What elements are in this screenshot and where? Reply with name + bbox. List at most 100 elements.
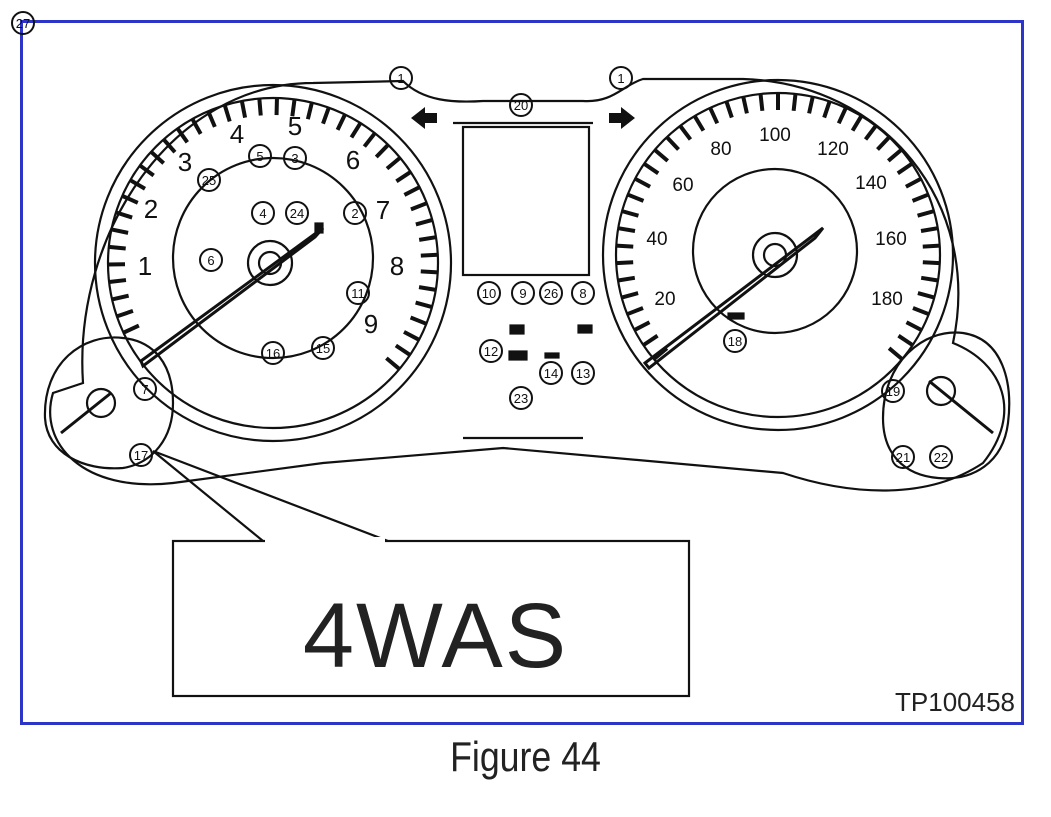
tick-mark (239, 100, 248, 119)
tick-mark (758, 93, 765, 112)
warning-lamp-icon (544, 352, 560, 359)
tick-mark (410, 201, 428, 212)
speedometer-scale-label: 40 (646, 229, 667, 250)
callout-marker-number: 24 (290, 206, 304, 221)
speedometer-scale-label: 180 (871, 289, 903, 310)
tachometer-scale-label: 7 (376, 195, 390, 225)
callout-marker-number: 19 (886, 384, 900, 399)
callout-marker-circle (261, 341, 285, 365)
callout-marker-circle (539, 281, 563, 305)
tick-mark (917, 291, 935, 300)
tick-mark (111, 293, 130, 302)
tick-mark (887, 346, 904, 361)
callout-marker-number: 20 (514, 98, 528, 113)
tick-mark (409, 315, 428, 326)
tick-mark (621, 291, 639, 300)
callout-marker-circle (609, 66, 633, 90)
tachometer-scale-label: 5 (288, 111, 302, 141)
tachometer-needle (139, 226, 325, 369)
callout-marker-number: 23 (514, 391, 528, 406)
tick-mark (122, 323, 140, 335)
callout-marker-circle (891, 445, 915, 469)
callout-marker-number: 16 (266, 346, 280, 361)
callout-marker-number: 12 (484, 344, 498, 359)
cluster-inner-bezel (453, 121, 593, 440)
tick-mark (850, 115, 864, 132)
speedometer-scale-label: 60 (672, 175, 693, 196)
tick-mark (896, 162, 913, 175)
callout-marker-number: 1 (397, 71, 404, 86)
tick-mark (643, 162, 660, 175)
tick-mark (626, 192, 645, 203)
tick-mark (190, 118, 203, 135)
tick-mark (626, 306, 644, 317)
tachometer-scale-label: 2 (144, 194, 158, 224)
callout-marker-number: 8 (579, 286, 586, 301)
callout-marker-circle (571, 281, 595, 305)
tick-mark (653, 148, 670, 163)
speedometer-scale-label: 140 (855, 173, 887, 194)
tick-mark (616, 243, 634, 249)
tick-mark (111, 227, 129, 235)
tick-mark (385, 356, 401, 371)
callout-marker-circle (343, 201, 367, 225)
callout-marker-number: 21 (896, 450, 910, 465)
callout-marker-number: 6 (207, 253, 214, 268)
tick-mark (617, 226, 636, 233)
tick-mark (305, 102, 314, 120)
callout-marker-circle (511, 281, 535, 305)
tachometer-scale-label: 3 (178, 147, 192, 177)
tick-mark (897, 334, 914, 347)
tick-mark (290, 99, 297, 117)
tick-mark (335, 113, 347, 131)
callout-marker-circle (389, 66, 413, 90)
tachometer-scale-label: 9 (364, 309, 378, 339)
tick-mark (708, 107, 720, 125)
tachometer-hub (246, 239, 294, 287)
warning-lamp-icon (727, 312, 745, 320)
speedometer-center-ring (691, 167, 859, 335)
speedometer-needle (642, 226, 825, 371)
tachometer-outer-ring (93, 83, 453, 443)
tick-mark (886, 148, 903, 163)
warning-lamp-icon (508, 350, 528, 361)
tick-mark (912, 306, 930, 317)
callout-marker-number: 17 (134, 448, 148, 463)
tick-mark (108, 278, 127, 285)
tick-mark (863, 124, 878, 141)
tick-mark (634, 176, 652, 189)
tick-mark (403, 185, 421, 197)
left-small-needle (60, 391, 112, 435)
tick-mark (362, 131, 377, 148)
tick-mark (920, 275, 939, 283)
tick-mark (415, 300, 433, 310)
tick-mark (633, 320, 651, 332)
speedometer-hub (751, 231, 799, 279)
callout-marker-number: 13 (576, 366, 590, 381)
speedometer-scale-label: 120 (817, 139, 849, 160)
tick-mark (121, 194, 139, 205)
callout-marker-number: 9 (519, 286, 526, 301)
left-small-gauge-hub (85, 387, 117, 419)
callout-marker-circle (509, 386, 533, 410)
callout-marker-circle (477, 281, 501, 305)
tachometer-scale-label: 4 (230, 119, 244, 149)
tick-mark (418, 235, 437, 242)
tick-mark (836, 107, 848, 125)
warning-lamp-icon (509, 324, 525, 335)
callout-marker-circle (197, 168, 221, 192)
tick-mark (374, 143, 390, 159)
callout-marker-circle (199, 248, 223, 272)
tick-mark (678, 124, 693, 141)
tick-mark (642, 334, 659, 347)
warning-lamp-icon (577, 324, 593, 334)
callout-marker-circle (251, 201, 275, 225)
tick-mark (616, 260, 634, 266)
callout-marker-number: 5 (256, 149, 263, 164)
callout-marker-circle (133, 377, 157, 401)
callout-marker-number: 7 (141, 382, 148, 397)
tick-mark (420, 252, 438, 258)
callout-marker-circle (283, 146, 307, 170)
